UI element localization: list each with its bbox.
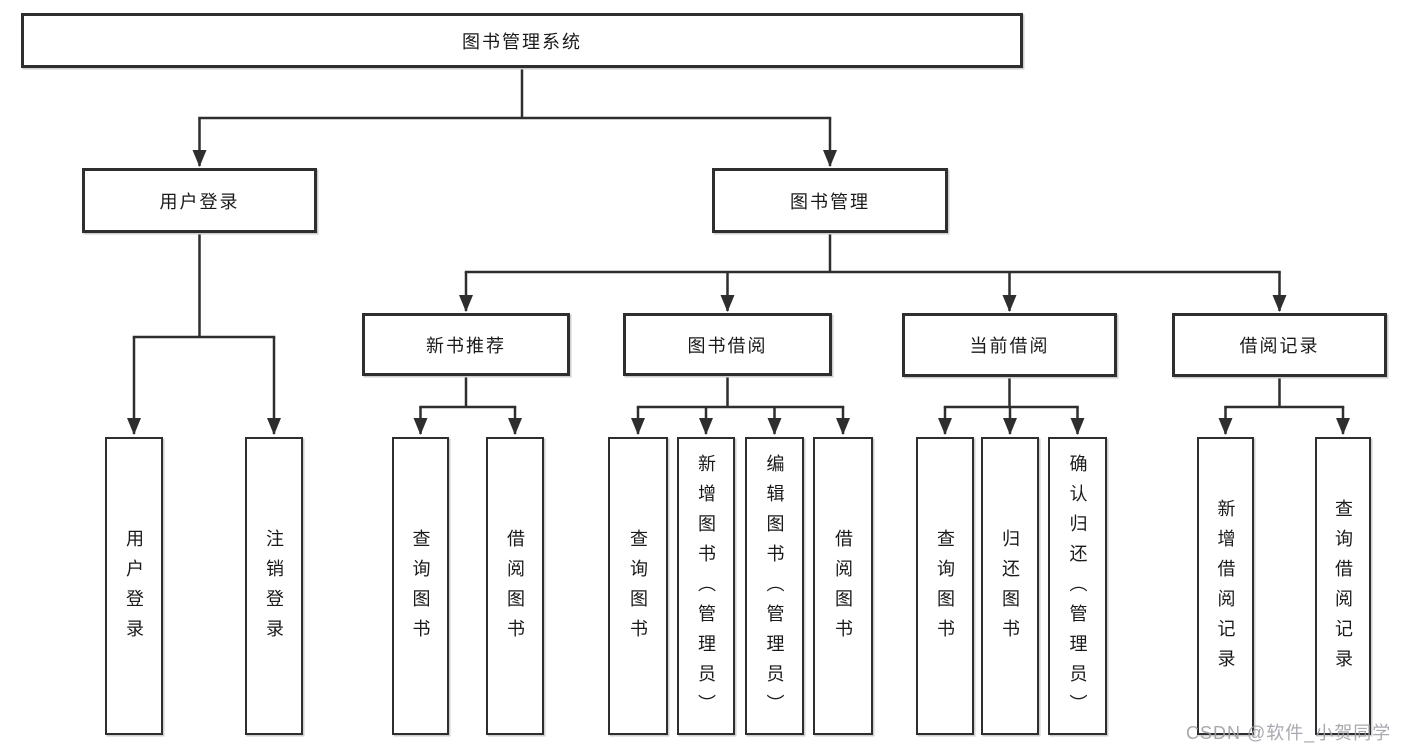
leaf-user-login: 用户登录 [105, 437, 163, 735]
leaf-add-borrow-record: 新增借阅记录 [1197, 437, 1254, 735]
node-current-borrowing: 当前借阅 [902, 313, 1117, 377]
leaf-query-borrow-record: 查询借阅记录 [1315, 437, 1371, 735]
leaf-query-books-borrowing: 查询图书 [608, 437, 668, 735]
leaf-borrow-books-borrowing: 借阅图书 [813, 437, 873, 735]
leaf-query-books-current: 查询图书 [916, 437, 974, 735]
leaf-logout-login: 注销登录 [245, 437, 303, 735]
node-new-book-recommendation: 新书推荐 [362, 313, 570, 376]
leaf-return-books: 归还图书 [981, 437, 1039, 735]
node-library-management-system: 图书管理系统 [21, 13, 1023, 68]
leaf-add-book-admin: 新增图书（管理员） [677, 437, 735, 735]
leaf-borrow-books-recommend: 借阅图书 [486, 437, 544, 735]
node-book-borrowing: 图书借阅 [623, 313, 832, 376]
node-user-login: 用户登录 [82, 168, 317, 233]
leaf-confirm-return-admin: 确认归还（管理员） [1048, 437, 1107, 735]
leaf-query-books-recommend: 查询图书 [392, 437, 449, 735]
leaf-edit-book-admin: 编辑图书（管理员） [745, 437, 804, 735]
node-book-management: 图书管理 [712, 168, 948, 233]
watermark-text: CSDN @软件_小贺同学 [1186, 723, 1392, 743]
node-borrowing-records: 借阅记录 [1172, 313, 1387, 377]
